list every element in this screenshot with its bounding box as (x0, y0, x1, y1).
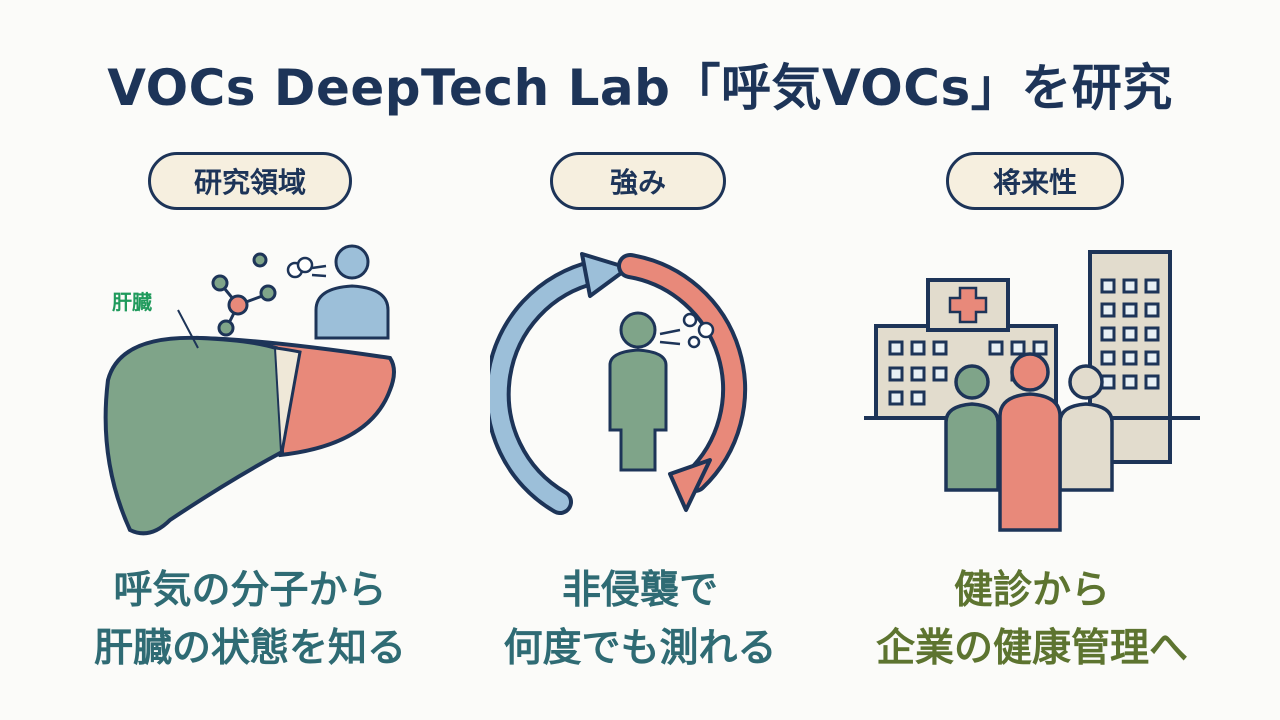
caption-line: 何度でも測れる (503, 626, 777, 671)
section-caption-strength: 非侵襲で 何度でも測れる (450, 562, 830, 678)
hospital-cross-icon (948, 286, 988, 324)
section-heading-strength: 強み (550, 152, 726, 210)
breath-icon (286, 256, 327, 279)
future-illustration (864, 250, 1200, 532)
page-title: VOCs DeepTech Lab「呼気VOCs」を研究 (107, 59, 1173, 117)
strength-illustration (490, 252, 748, 515)
caption-line: 呼気の分子から (113, 568, 387, 613)
caption-line: 企業の健康管理へ (875, 626, 1188, 671)
people-group-icon (944, 352, 1114, 532)
breath-dots-icon (659, 312, 715, 349)
breathing-person-icon (314, 244, 390, 340)
molecule-icon (211, 252, 277, 337)
research-illustration (103, 244, 396, 536)
caption-line: 肝臓の状態を知る (93, 626, 406, 671)
section-heading-research-area: 研究領域 (148, 152, 352, 210)
section-caption-future: 健診から 企業の健康管理へ (842, 562, 1222, 678)
liver-icon (103, 335, 396, 536)
section-caption-research-area: 呼気の分子から 肝臓の状態を知る (60, 562, 440, 678)
caption-line: 非侵襲で (561, 568, 718, 613)
liver-label: 肝臓 (112, 290, 152, 314)
liver-label-pointer (177, 309, 199, 349)
section-heading-future: 将来性 (946, 152, 1124, 210)
caption-line: 健診から (953, 568, 1110, 613)
person-exhaling-icon (608, 311, 668, 472)
